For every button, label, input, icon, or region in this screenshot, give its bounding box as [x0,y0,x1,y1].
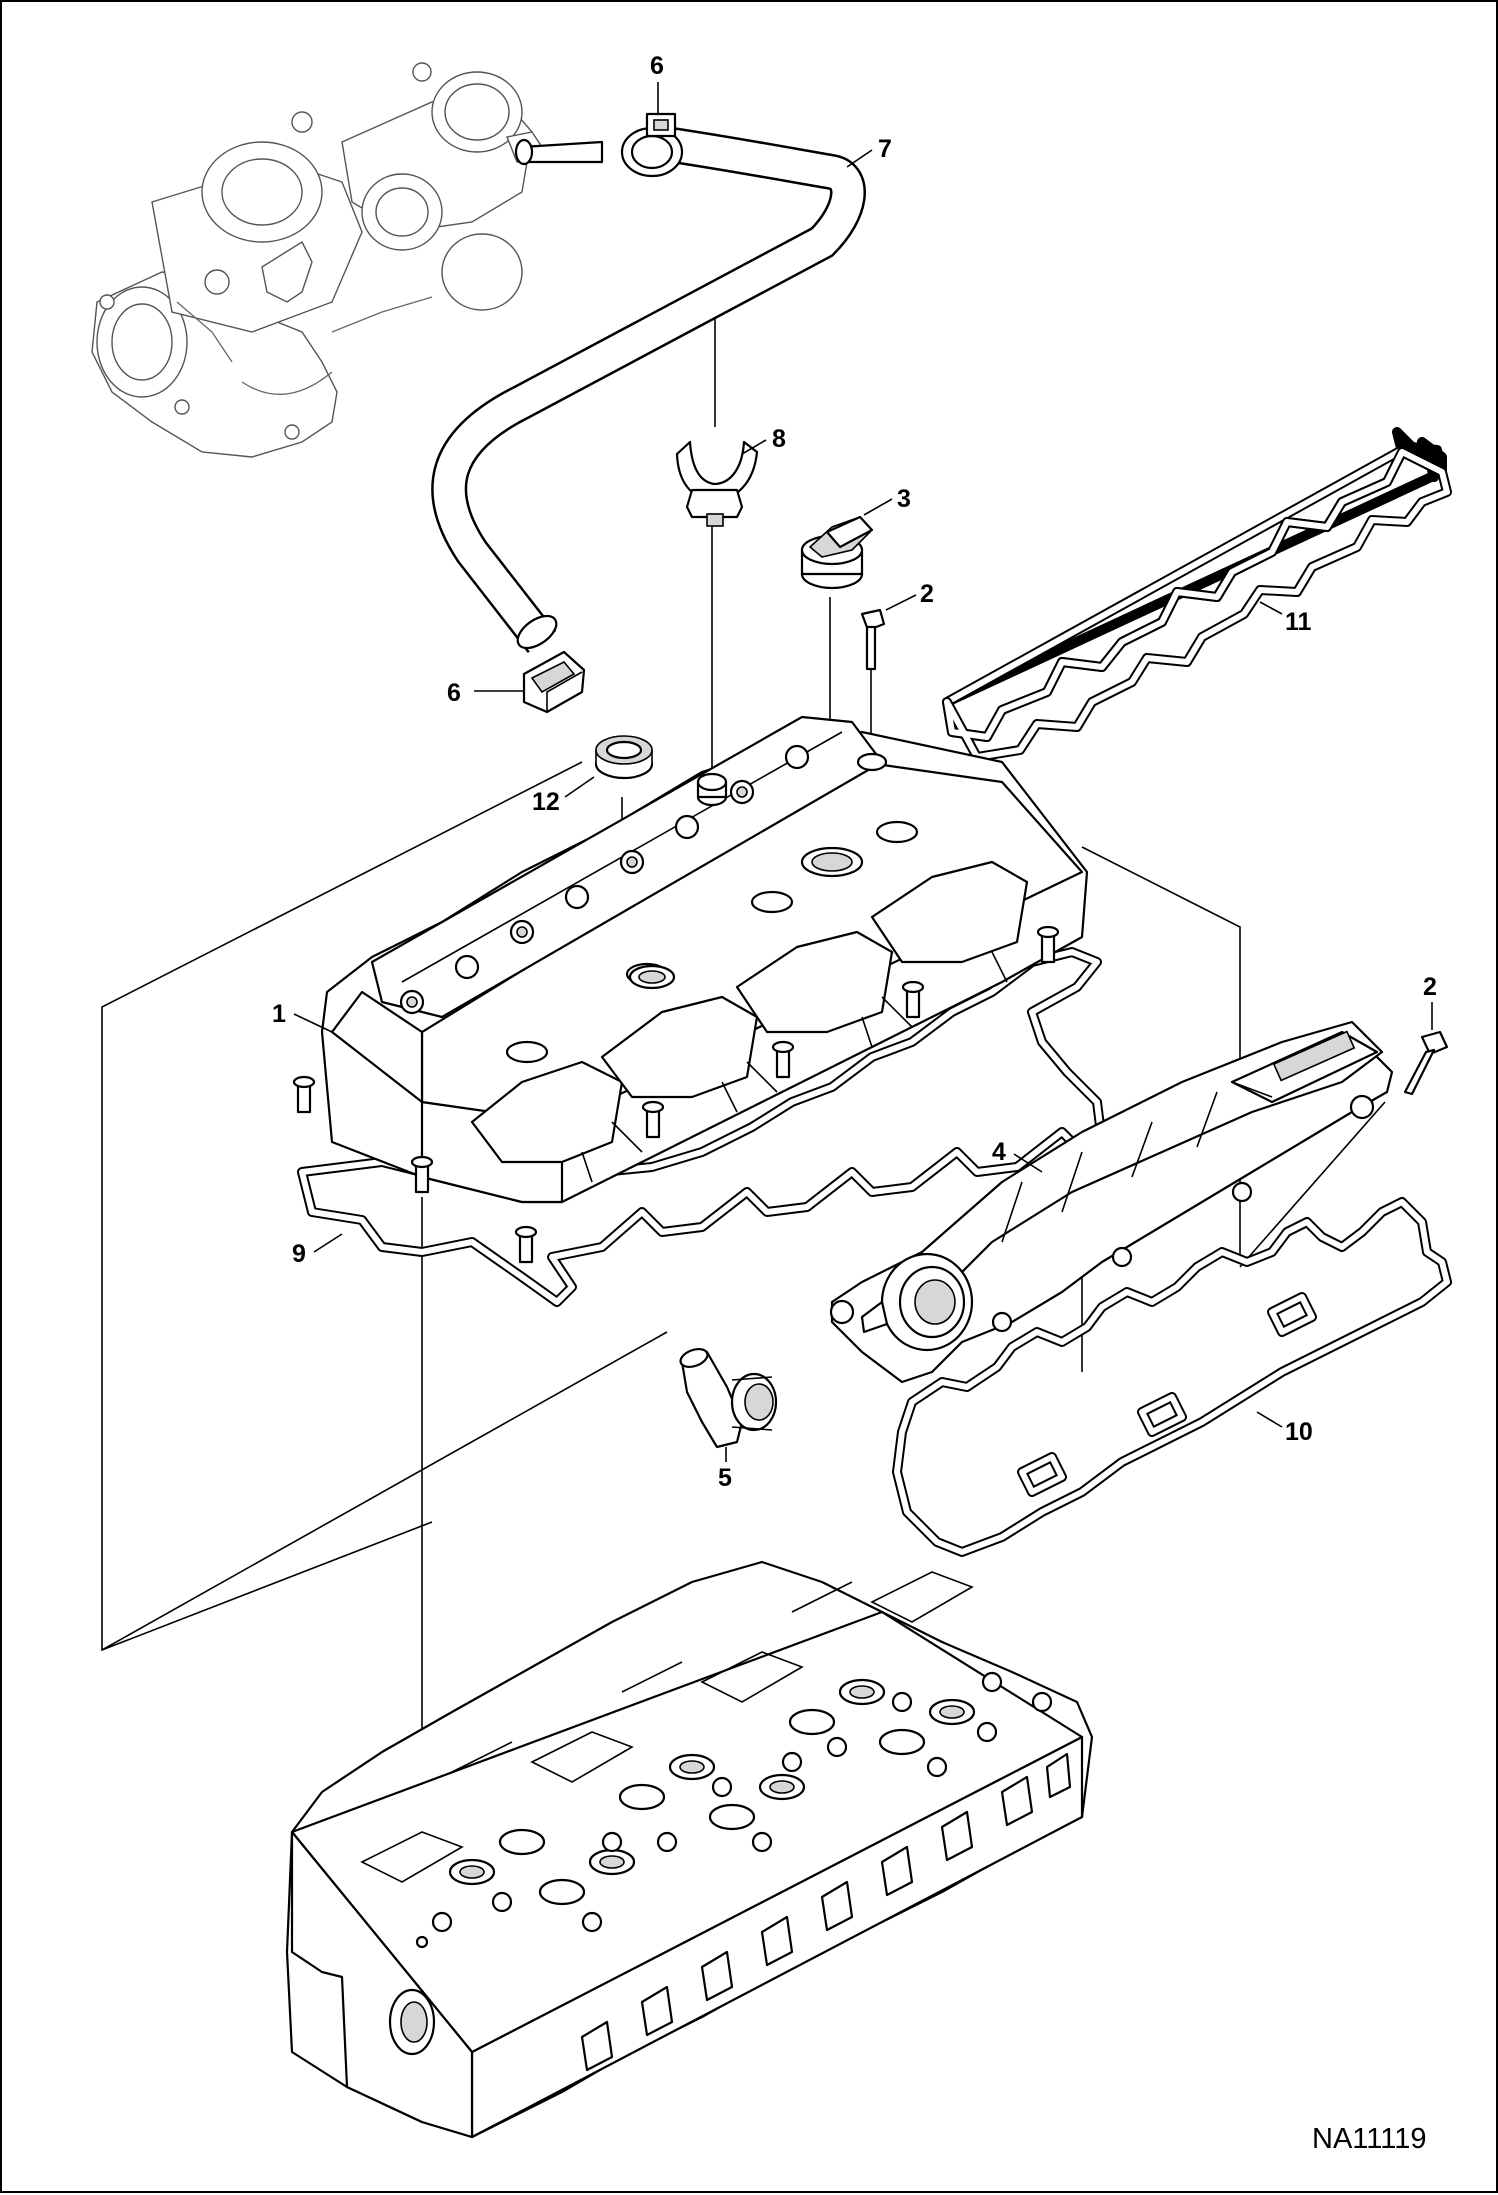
label-part-3: 3 [897,485,911,513]
label-part-1: 1 [272,1000,286,1028]
oil-filler-cap [800,515,874,590]
head-bolts [431,1671,1053,1933]
hose-clamp-lower [522,650,586,714]
label-part-7: 7 [878,135,892,163]
label-part-2-upper: 2 [920,580,934,608]
label-part-6-lower: 6 [447,679,461,707]
hose-clip [675,440,759,527]
bolt-right [1403,1030,1449,1096]
bolt-upper [860,608,886,671]
label-part-6-upper: 6 [650,52,664,80]
cylinder-head-cover [292,715,1089,1264]
label-part-10: 10 [1285,1418,1313,1446]
hose-clamp-upper [620,112,684,178]
figure-reference: NA11119 [1312,2123,1426,2155]
label-part-8: 8 [772,425,786,453]
label-part-9: 9 [292,1240,306,1268]
seal-ring [594,735,654,780]
label-part-4: 4 [992,1138,1006,1166]
breather-hose [431,124,866,654]
cylinder-head [285,1560,1094,2139]
breather-cover [829,1020,1394,1384]
valve-pockets [448,1678,976,1906]
label-part-12: 12 [532,788,560,816]
label-part-11: 11 [1285,608,1312,636]
elbow-fitting [679,1347,778,1449]
turbocharger [91,62,543,458]
gasket-10 [892,1197,1452,1557]
label-part-5: 5 [718,1464,732,1492]
gasket-11 [942,427,1452,762]
label-part-2-right: 2 [1423,973,1437,1001]
callout-labels: 1 2 2 3 4 5 6 6 7 8 9 10 11 [272,52,1437,2155]
